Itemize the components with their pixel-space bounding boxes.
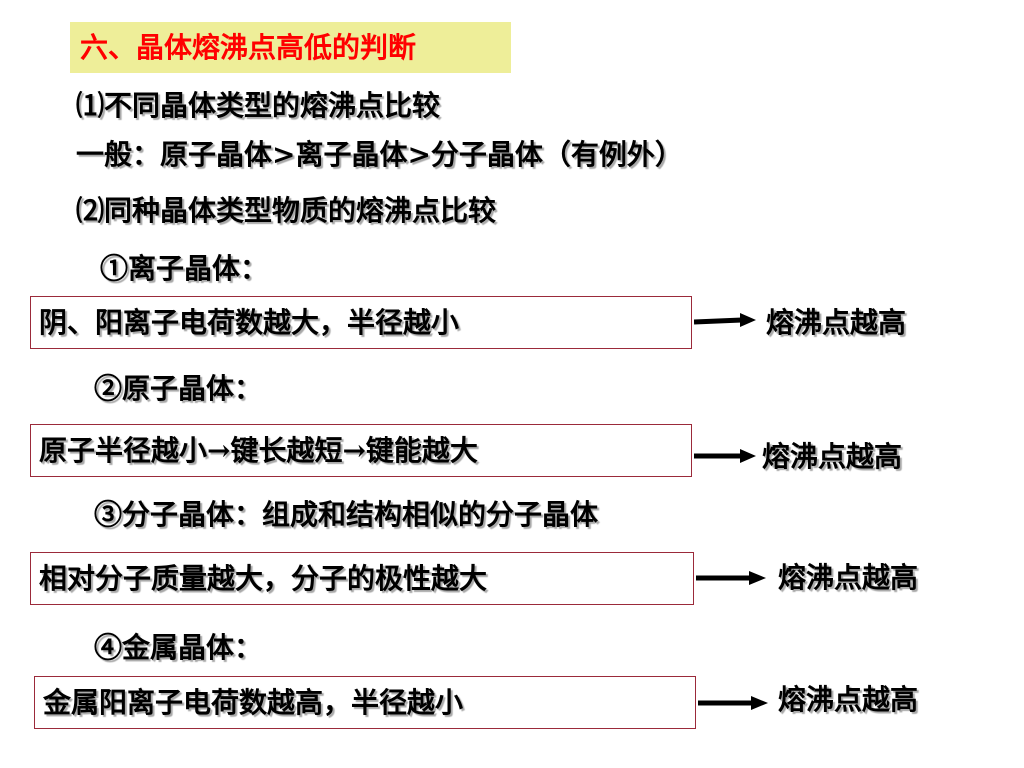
atomic-crystal-rule: 原子半径越小→键长越短→键能越大	[39, 433, 478, 467]
ionic-crystal-label: ①离子晶体：	[100, 252, 269, 285]
ionic-crystal-result: 熔沸点越高	[766, 306, 907, 339]
right-arrow-icon	[694, 313, 756, 327]
ionic-crystal-rule: 阴、阳离子电荷数越大，半径越小	[39, 305, 460, 339]
metallic-crystal-result: 熔沸点越高	[778, 683, 919, 716]
right-arrow-icon	[694, 449, 756, 463]
molecular-crystal-rule: 相对分子质量越大，分子的极性越大	[39, 561, 488, 595]
slide-title-box: 六、晶体熔沸点高低的判断	[70, 22, 511, 73]
atomic-crystal-rule-box: 原子半径越小→键长越短→键能越大	[30, 424, 692, 477]
molecular-crystal-label: ③分子晶体：组成和结构相似的分子晶体	[94, 498, 599, 531]
atomic-crystal-label: ②原子晶体：	[94, 372, 263, 405]
metallic-crystal-rule: 金属阳离子电荷数越高，半径越小	[43, 685, 464, 719]
section1-general-rule: 一般：原子晶体>离子晶体>分子晶体（有例外）	[76, 138, 683, 171]
section2-heading: ⑵同种晶体类型物质的熔沸点比较	[76, 194, 497, 227]
section1-heading: ⑴不同晶体类型的熔沸点比较	[76, 89, 441, 122]
slide-title: 六、晶体熔沸点高低的判断	[80, 30, 417, 64]
metallic-crystal-rule-box: 金属阳离子电荷数越高，半径越小	[34, 676, 696, 729]
molecular-crystal-rule-box: 相对分子质量越大，分子的极性越大	[30, 552, 694, 605]
right-arrow-icon	[698, 696, 768, 710]
atomic-crystal-result: 熔沸点越高	[762, 440, 903, 473]
molecular-crystal-result: 熔沸点越高	[778, 561, 919, 594]
metallic-crystal-label: ④金属晶体：	[94, 631, 263, 664]
ionic-crystal-rule-box: 阴、阳离子电荷数越大，半径越小	[30, 296, 692, 349]
right-arrow-icon	[696, 571, 766, 585]
